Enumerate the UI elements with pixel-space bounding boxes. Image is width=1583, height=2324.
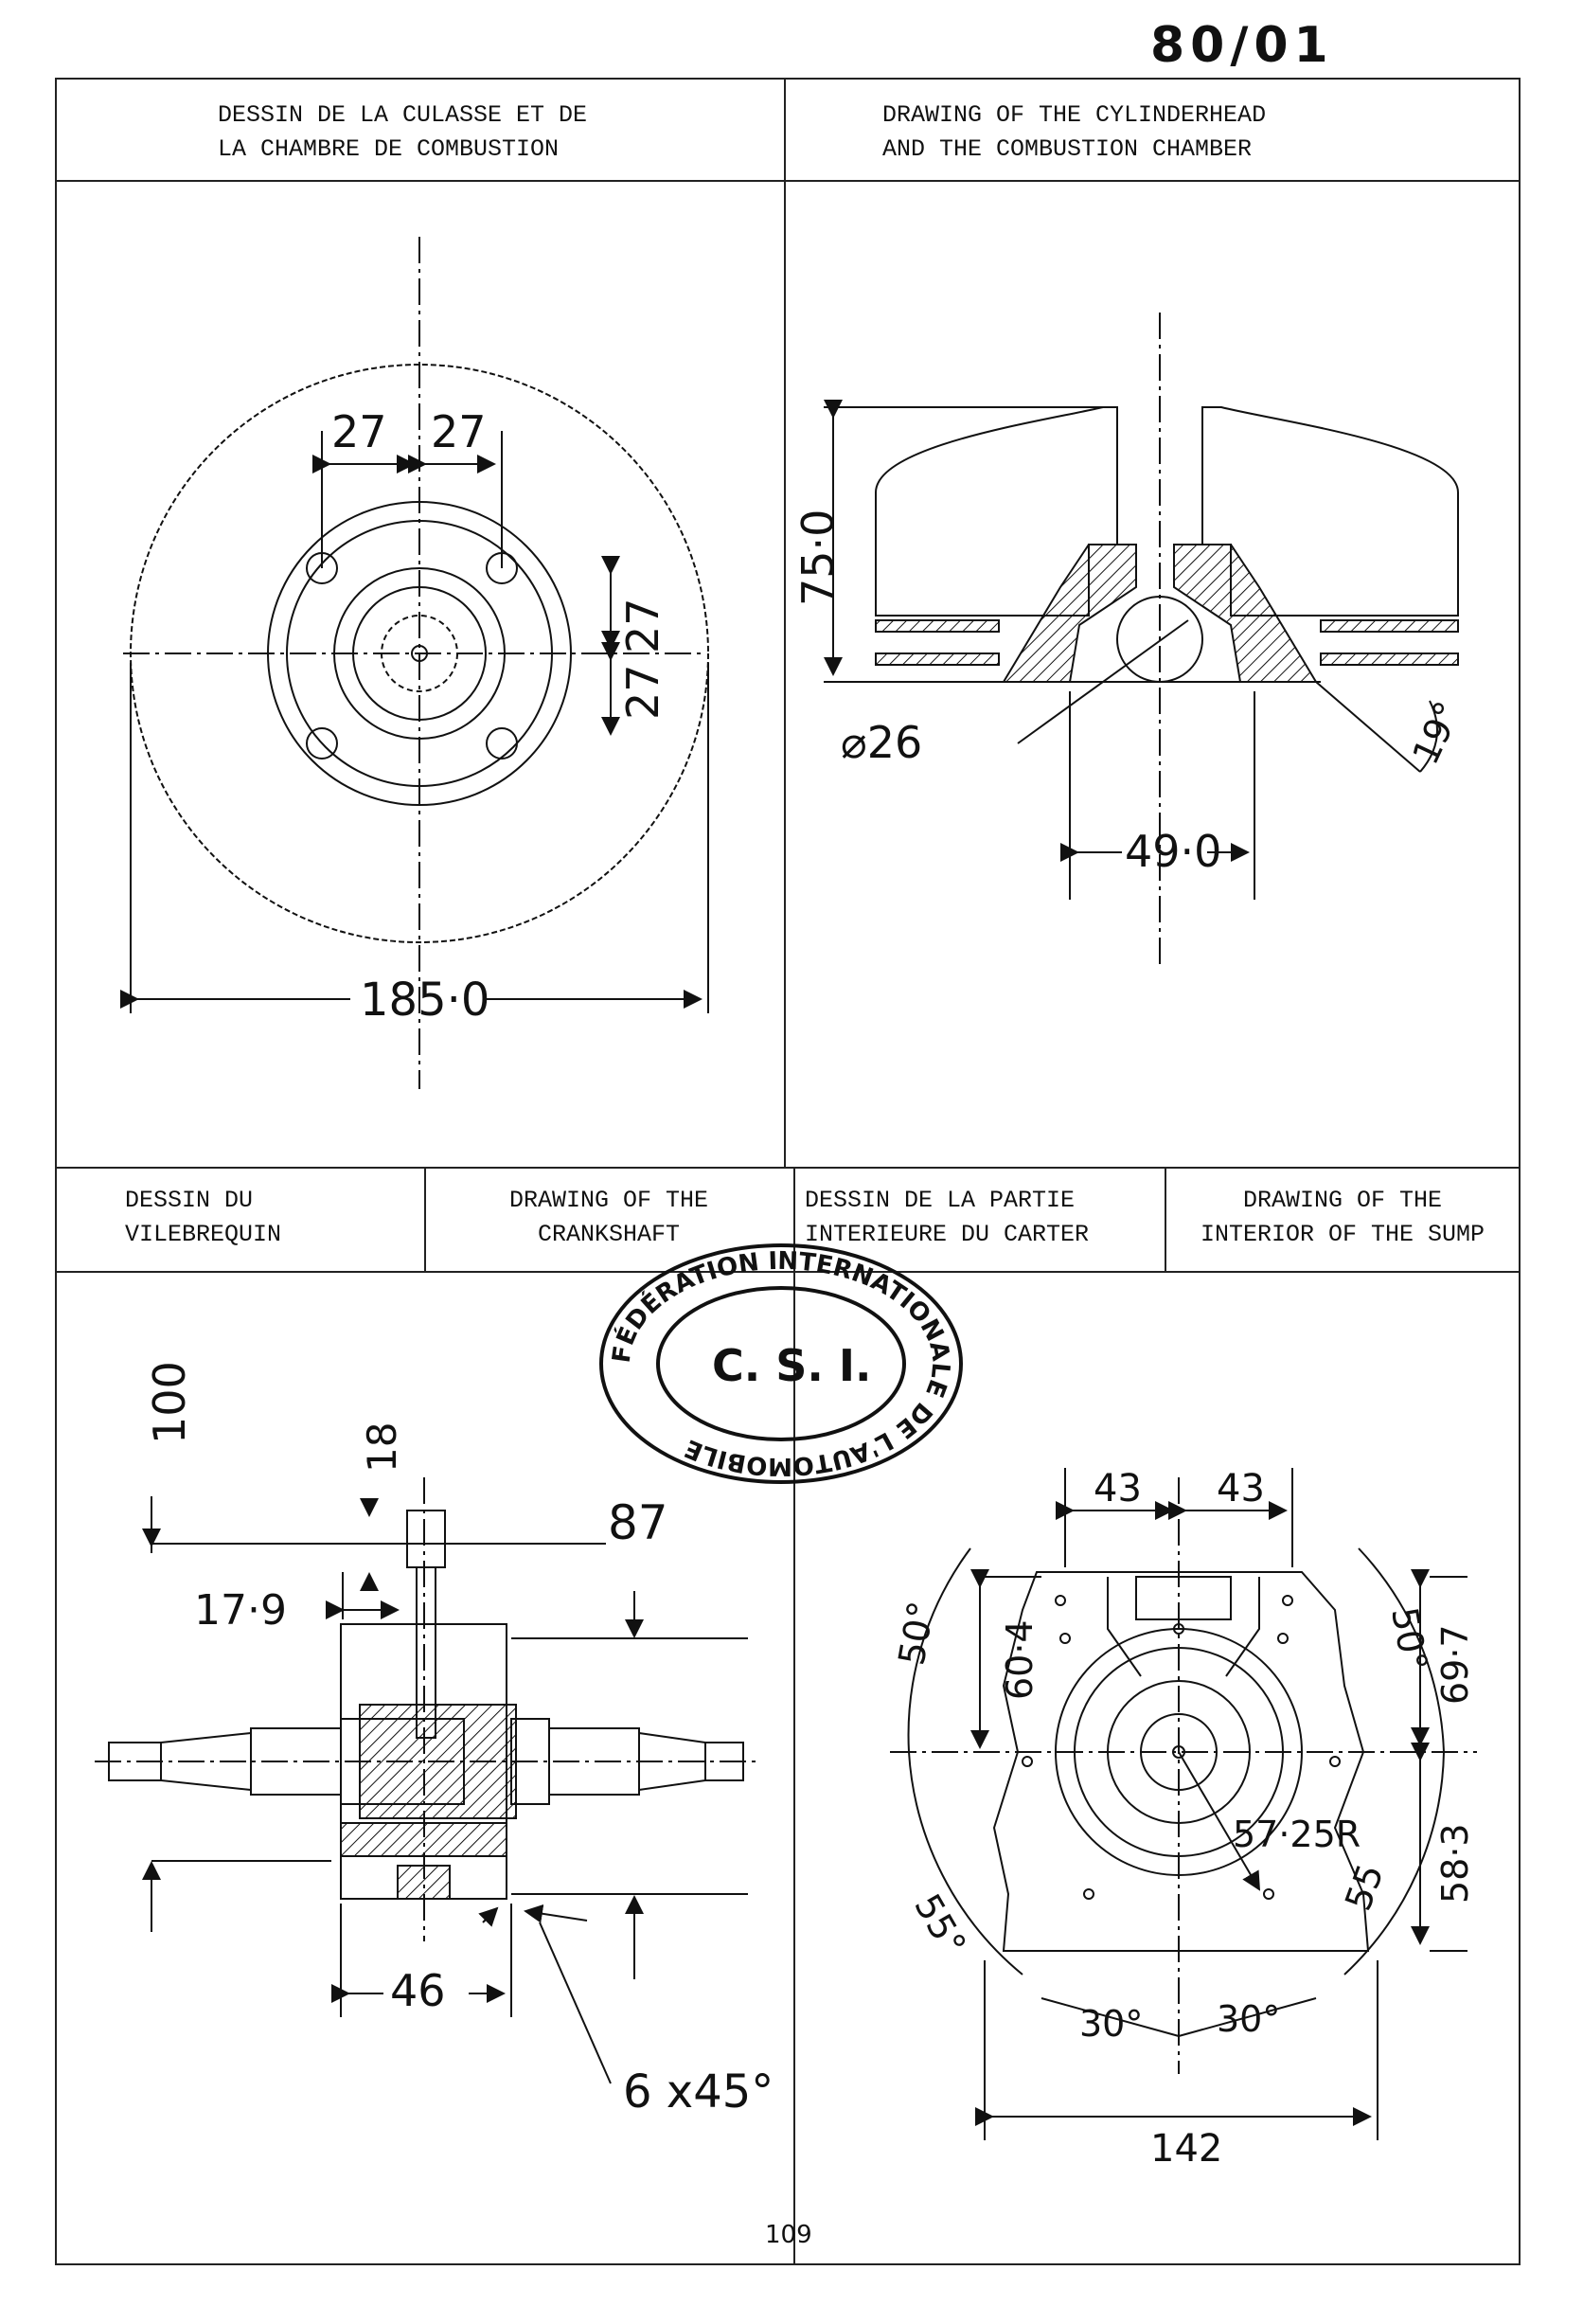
dim-27-left: 27 [331,406,387,457]
dim-50-deg-left: 50° [891,1599,943,1669]
header-crankshaft-en: DRAWING OF THE CRANKSHAFT [508,1187,709,1248]
dim-27-upper: 27 [617,598,668,653]
dim-60-4: 60·4 [999,1619,1041,1700]
divider-top-center [784,78,786,1167]
divider-bottom-center [793,1167,795,2265]
sump-drawing [890,1468,1477,2140]
dim-75: 75·0 [792,509,844,606]
fia-stamp [599,1243,963,1484]
dim-30-deg-right: 30° [1217,1998,1280,2040]
dim-radius: 57·25R [1233,1814,1361,1855]
cylinderhead-top-view [120,237,709,1089]
divider-header-left [424,1167,426,1271]
dim-69-7: 69·7 [1434,1624,1476,1705]
dim-49: 49·0 [1125,826,1221,877]
document-number: 80/01 [1150,17,1334,74]
dim-43-right: 43 [1217,1467,1265,1511]
header-crankshaft-fr: DESSIN DU VILEBREQUIN [125,1187,282,1248]
dim-27-right: 27 [431,406,487,457]
cylinderhead-section-view [824,313,1459,966]
divider-header-right [1165,1167,1166,1271]
dim-55-right: 55 [1337,1859,1392,1916]
rule-bottom-header [55,1271,1521,1273]
header-sump-fr: DESSIN DE LA PARTIE INTERIEURE DU CARTER [805,1187,1090,1248]
dim-55-deg-left: 55° [906,1887,974,1963]
rule-top-header [55,180,1521,182]
dim-chamfer: 6 x45° [623,2065,774,2118]
dim-43-left: 43 [1094,1467,1142,1511]
page-number: 109 [765,2221,812,2249]
dim-142: 142 [1150,2127,1222,2171]
drawing-frame [55,78,1521,2265]
dim-100: 100 [144,1361,195,1444]
dim-18: 18 [359,1422,405,1473]
header-cylinderhead-en: DRAWING OF THE CYLINDERHEAD AND THE COMB… [882,101,1267,163]
dim-87: 87 [608,1495,668,1550]
dim-27-lower: 27 [617,664,668,720]
dim-46: 46 [390,1965,446,2016]
dim-185: 185·0 [360,974,489,1027]
dim-19-deg: 19° [1404,695,1468,771]
crankshaft-drawing [95,1477,757,2084]
dim-bore-26: ⌀26 [841,717,922,768]
header-cylinderhead-fr: DESSIN DE LA CULASSE ET DE LA CHAMBRE DE… [218,101,588,163]
dim-30-deg-left: 30° [1079,2003,1143,2045]
header-sump-en: DRAWING OF THE INTERIOR OF THE SUMP [1200,1187,1485,1248]
rule-middle [55,1167,1521,1169]
dim-50-deg-right: 50° [1383,1604,1435,1674]
dim-17-9: 17·9 [194,1586,287,1635]
dim-58-3: 58·3 [1434,1823,1476,1904]
stamp-center-text: C. S. I. [712,1340,871,1391]
